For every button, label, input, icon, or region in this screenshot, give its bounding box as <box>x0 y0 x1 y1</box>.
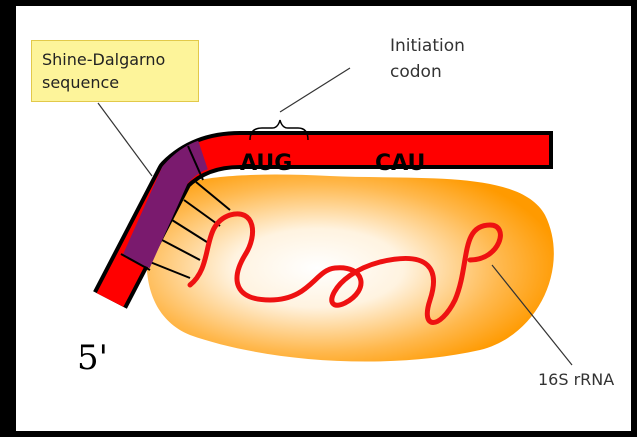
codon-cau: CAU <box>375 151 425 176</box>
initiation-label-line1: Initiation <box>390 33 465 59</box>
shine-dalgarno-label-line2: sequence <box>42 71 198 94</box>
initiation-leader-line <box>280 68 350 112</box>
shine-dalgarno-leader-line <box>98 103 152 176</box>
five-prime-label: 5' <box>77 338 108 378</box>
initiation-codon-label: Initiation codon <box>390 33 465 85</box>
initiation-label-line2: codon <box>390 59 465 85</box>
shine-dalgarno-label: Shine-Dalgarno sequence <box>31 40 199 102</box>
shine-dalgarno-label-line1: Shine-Dalgarno <box>42 48 198 71</box>
rrna-label: 16S rRNA <box>538 370 614 389</box>
codon-aug: AUG <box>240 151 292 176</box>
